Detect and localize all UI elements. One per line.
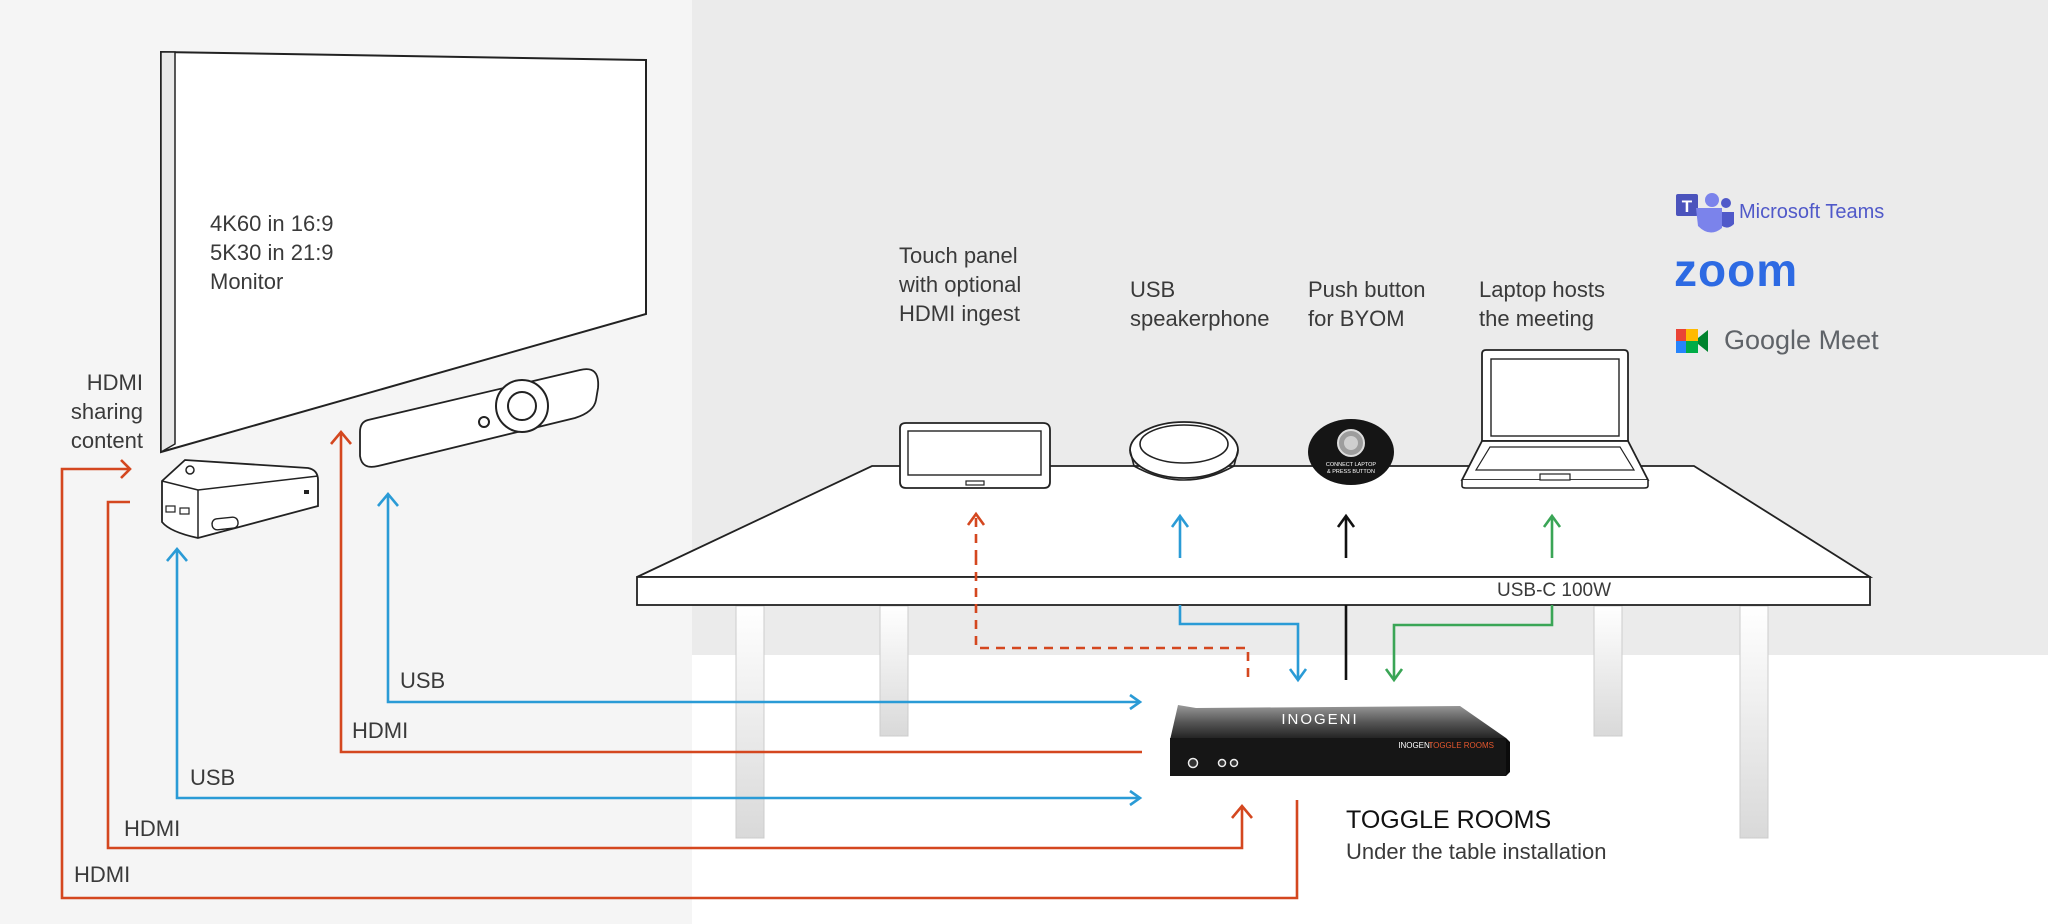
push-button-device: CONNECT LAPTOP & PRESS BUTTON xyxy=(1308,419,1394,485)
hdmi-sharing-line-2: sharing xyxy=(70,399,143,424)
toggle-rooms-device: INOGENI INOGENI TOGGLE ROOMS xyxy=(1170,705,1510,776)
touch-panel xyxy=(899,422,1051,489)
push-button-line-1: Push button xyxy=(1308,277,1426,302)
push-button-line-2: for BYOM xyxy=(1308,306,1405,331)
toggle-rooms-top-brand: INOGENI xyxy=(1281,711,1358,728)
svg-text:T: T xyxy=(1682,197,1693,216)
laptop-line-2: the meeting xyxy=(1479,306,1594,331)
connection-lines xyxy=(60,429,1562,900)
usb-speakerphone xyxy=(1129,421,1239,481)
toggle-rooms-front-model: TOGGLE ROOMS xyxy=(1428,741,1494,750)
monitor-spec-line-1: 4K60 in 16:9 xyxy=(210,211,334,236)
hdmi-sharing-line-3: content xyxy=(70,428,143,453)
touch-panel-line-2: with optional xyxy=(899,272,1022,297)
hdmi-pc-line xyxy=(106,500,1244,850)
table xyxy=(636,465,1874,606)
usb-pc-line xyxy=(175,549,1140,800)
product-title: TOGGLE ROOMS xyxy=(1346,806,1552,834)
speakerphone-line xyxy=(1178,605,1300,680)
push-button-text-1: CONNECT LAPTOP xyxy=(1326,462,1377,468)
laptop xyxy=(1460,349,1650,489)
touch-panel-hdmi-dashed-line xyxy=(974,556,1250,684)
product-subtitle: Under the table installation xyxy=(1346,839,1607,864)
floor xyxy=(692,655,2048,924)
hdmi-sharing-cable-label: HDMI xyxy=(74,862,131,887)
touch-panel-label: Touch panel with optional HDMI ingest xyxy=(899,241,1021,328)
push-button-label: Push button for BYOM xyxy=(1308,275,1425,333)
touch-panel-line-1: Touch panel xyxy=(899,243,1018,268)
speakerphone-line-2: speakerphone xyxy=(1130,306,1270,331)
hdmi-pc-label: HDMI xyxy=(124,816,181,841)
speakerphone-label: USB speakerphone xyxy=(1130,275,1269,333)
touch-panel-line-3: HDMI ingest xyxy=(899,301,1021,326)
google-meet-icon xyxy=(1676,329,1708,353)
mini-pc xyxy=(161,459,319,539)
teams-icon: T xyxy=(1676,193,1734,233)
google-meet-label: Google Meet xyxy=(1724,325,1879,355)
laptop-line-1: Laptop hosts xyxy=(1479,277,1605,302)
hdmi-sharing-line-1: HDMI xyxy=(86,370,143,395)
usb-camera-line xyxy=(386,494,1140,704)
monitor-spec-line-3: Monitor xyxy=(210,269,284,294)
monitor-spec-label: 4K60 in 16:9 5K30 in 21:9 Monitor xyxy=(210,209,334,296)
wall-monitor xyxy=(160,50,647,454)
toggle-rooms-front-brand: INOGENI xyxy=(1398,741,1432,750)
video-bar-camera xyxy=(359,368,600,468)
zoom-logo: zoom xyxy=(1674,244,1799,296)
usb-c-line xyxy=(1392,605,1554,680)
table-legs xyxy=(735,605,1769,839)
hdmi-sharing-line xyxy=(60,467,1299,900)
usb-pc-label: USB xyxy=(190,765,236,790)
usb-camera-label: USB xyxy=(400,668,446,693)
microsoft-teams-label: Microsoft Teams xyxy=(1739,201,1885,223)
monitor-spec-line-2: 5K30 in 21:9 xyxy=(210,240,334,265)
laptop-label: Laptop hosts the meeting xyxy=(1479,275,1605,333)
hdmi-sharing-content-label: HDMI sharing content xyxy=(40,368,143,455)
hdmi-camera-line xyxy=(339,432,1142,754)
hdmi-camera-label: HDMI xyxy=(352,718,409,743)
push-button-text-2: & PRESS BUTTON xyxy=(1327,469,1375,475)
usb-c-label: USB-C 100W xyxy=(1497,580,1612,601)
speakerphone-line-1: USB xyxy=(1130,277,1176,302)
